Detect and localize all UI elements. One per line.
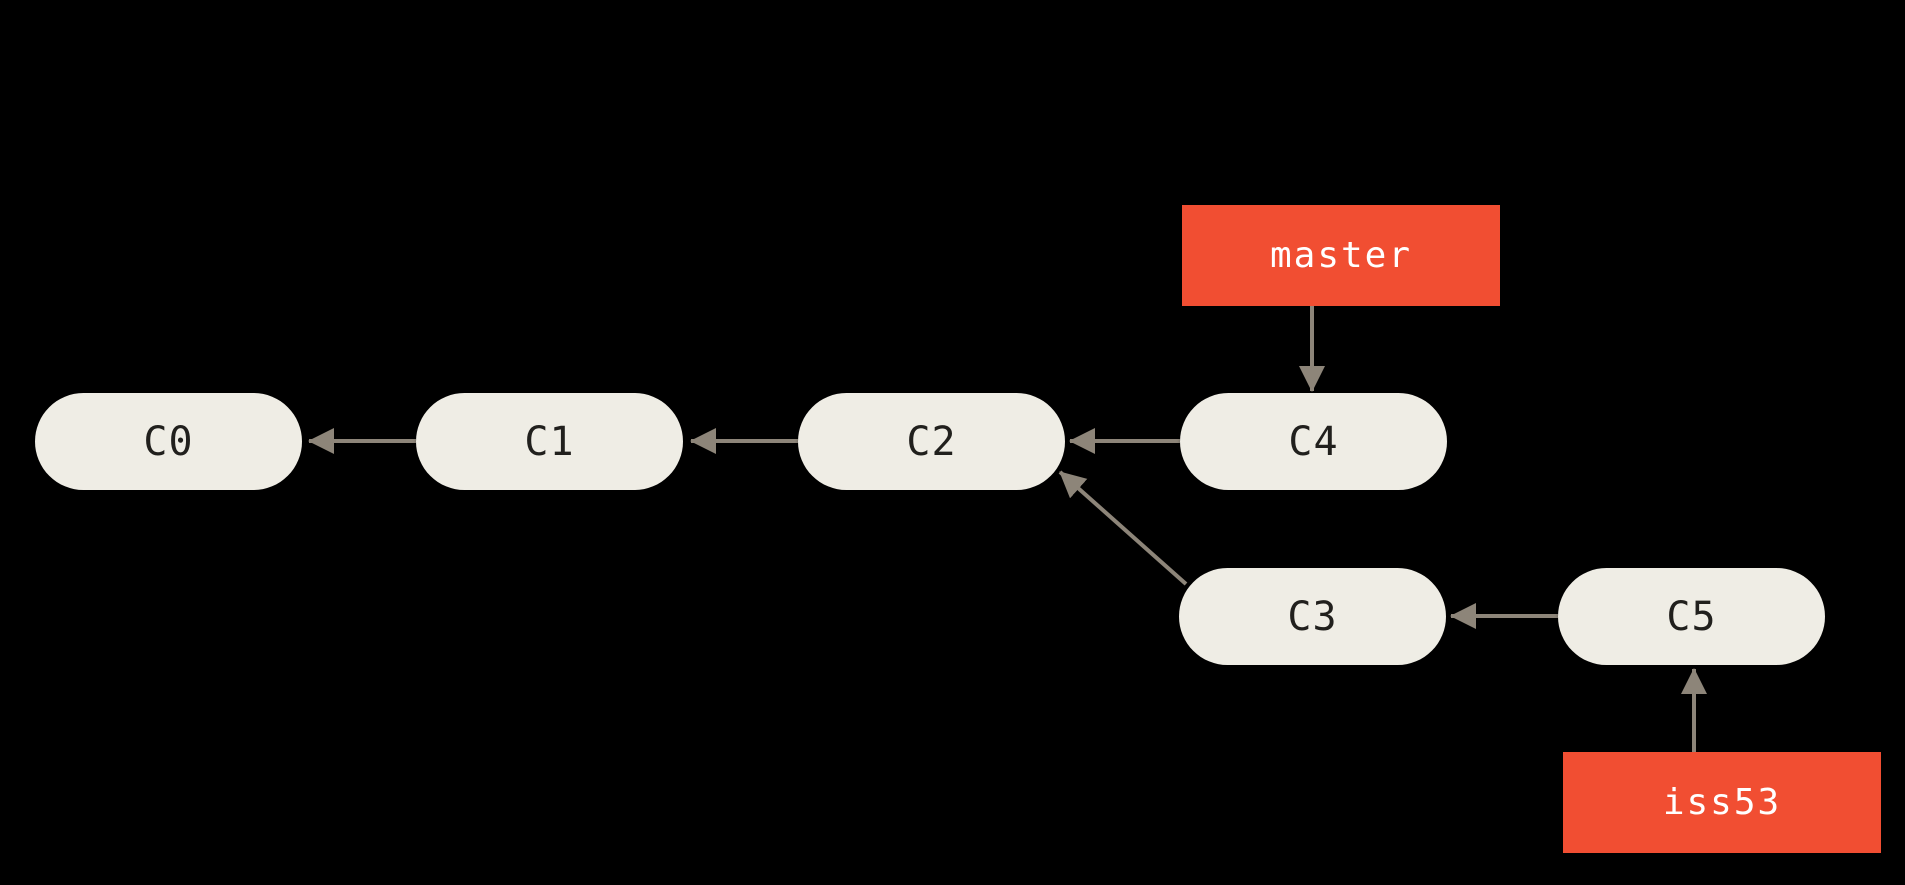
- commit-label-text: C0: [143, 418, 194, 465]
- commit-node-c2: C2: [798, 393, 1065, 490]
- commit-label-text: C1: [524, 418, 575, 465]
- edge-c3-to-c2: [1058, 470, 1188, 586]
- commit-node-c0: C0: [35, 393, 302, 490]
- commit-label-text: C5: [1666, 593, 1717, 640]
- branch-name-text: master: [1269, 235, 1413, 276]
- commit-label-text: C3: [1287, 593, 1338, 640]
- commit-node-c1: C1: [416, 393, 683, 490]
- commit-label-text: C2: [906, 418, 957, 465]
- edge-lines: [308, 306, 1707, 752]
- commit-node-c5: C5: [1558, 568, 1825, 665]
- commit-node-c3: C3: [1179, 568, 1446, 665]
- branch-label-iss53: iss53: [1563, 752, 1881, 853]
- branch-label-master: master: [1182, 205, 1500, 306]
- branch-name-text: iss53: [1662, 782, 1782, 823]
- commit-node-c4: C4: [1180, 393, 1447, 490]
- commit-label-text: C4: [1288, 418, 1339, 465]
